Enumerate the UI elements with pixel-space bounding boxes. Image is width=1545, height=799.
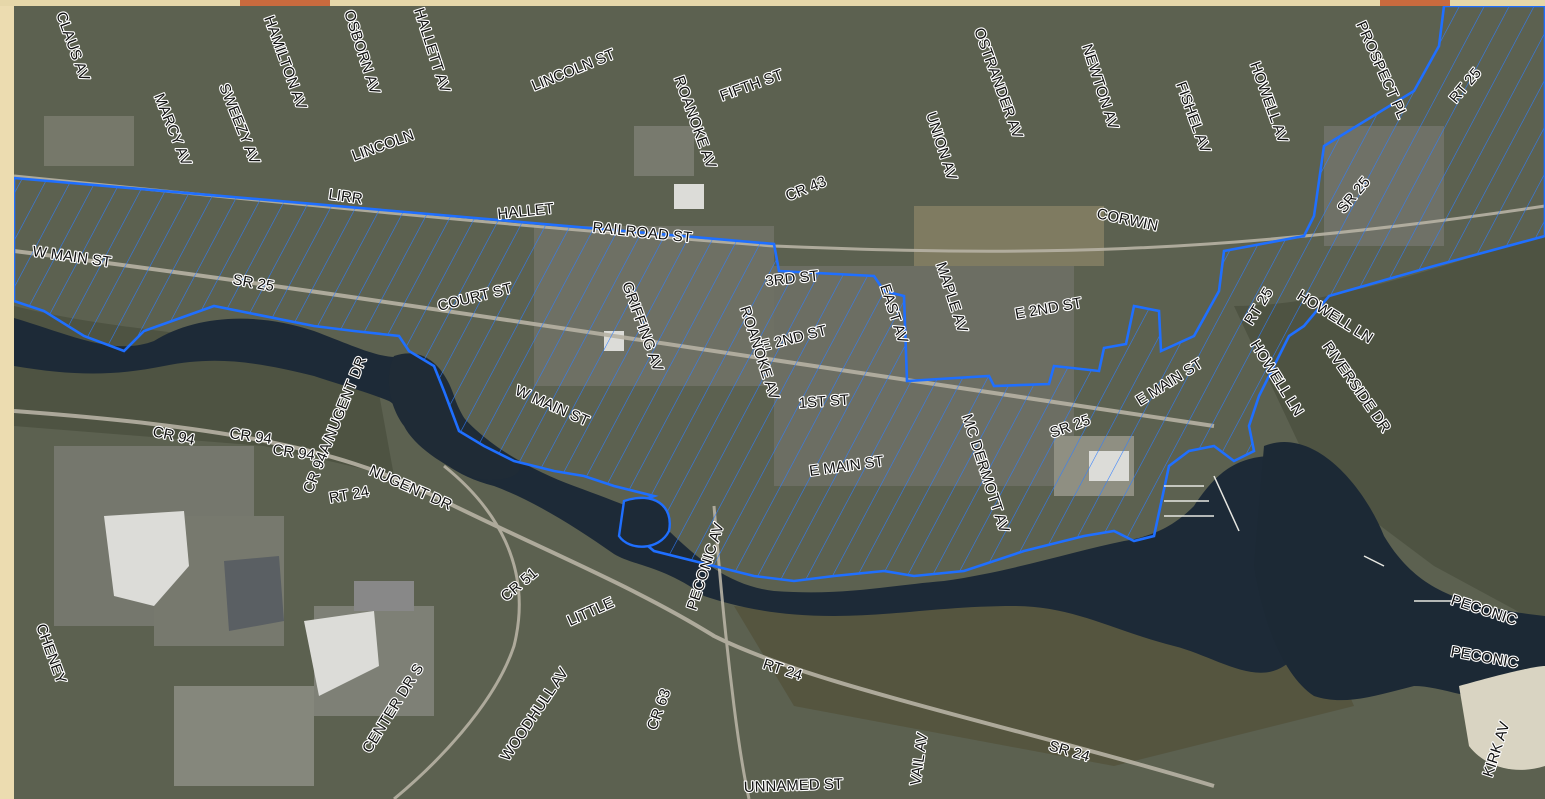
street-label: CR 94 — [271, 441, 315, 464]
street-label: UNNAMED ST — [744, 776, 844, 796]
beach-area — [1459, 666, 1545, 770]
frame-accent-top — [0, 0, 1545, 6]
frame-accent-top-left — [240, 0, 330, 6]
bay — [1254, 442, 1545, 706]
peconic-river — [14, 318, 1545, 706]
aerial-map[interactable]: CLAUS AV MARCY AV SWEEZY AV HAMILTON AV … — [14, 6, 1545, 799]
street-label: 1ST ST — [798, 392, 850, 412]
street-label: LIRR — [327, 186, 363, 208]
buildings — [104, 184, 1129, 696]
marina-docks — [1164, 475, 1454, 602]
flood-zone[interactable] — [14, 6, 1545, 583]
frame-accent-left — [0, 0, 14, 799]
frame-accent-top-right — [1380, 0, 1450, 6]
pond — [617, 496, 671, 548]
